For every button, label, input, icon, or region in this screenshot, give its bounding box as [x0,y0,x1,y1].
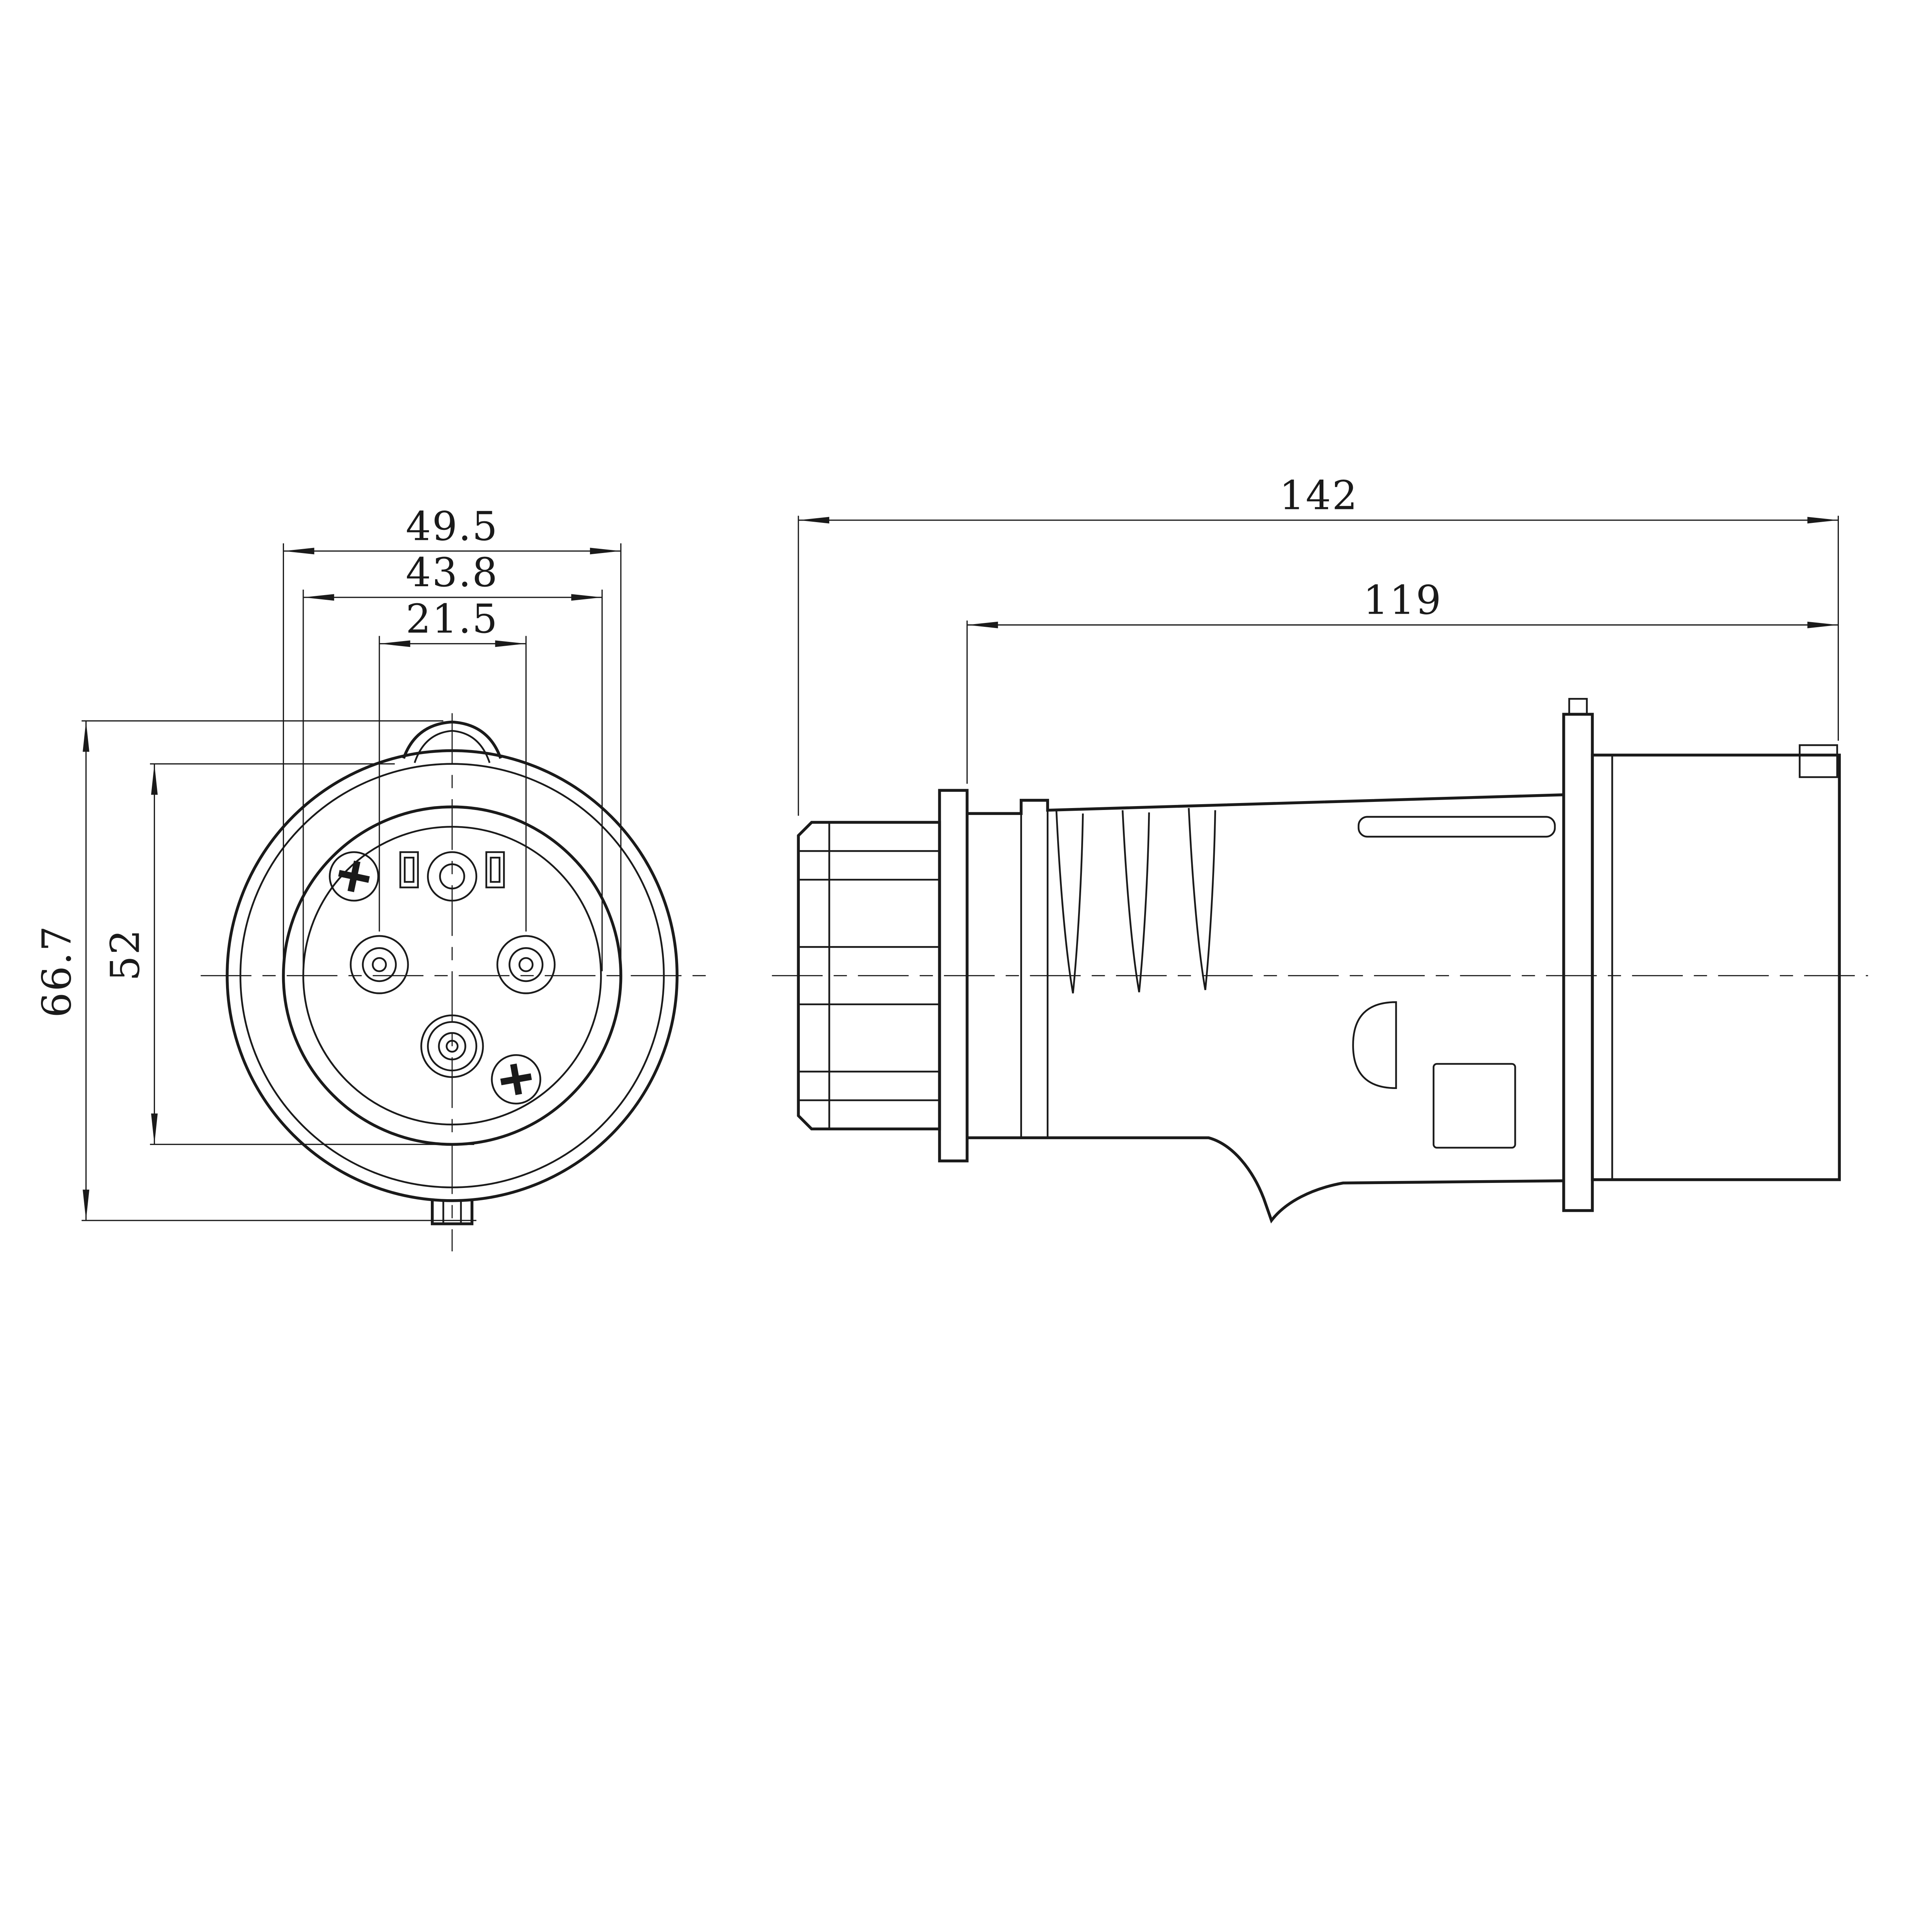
keyway-slot-left-outer [399,851,419,888]
contact-face-circle [302,826,602,1126]
contact-bottom-ring-1 [420,1014,484,1078]
contact-right-ring-1 [496,935,556,994]
top-keyway-bump-inner [413,730,491,763]
dim-label-overall-length: 142 [1279,473,1359,519]
screw-upper-left-cross-icon [338,860,370,892]
dim-label-overall-height: 66.7 [34,925,80,1018]
keyway-slot-right-outer [485,851,505,888]
keyway-slot-left [399,851,419,888]
keyway-slot-right [485,851,505,888]
grip-rib-2 [1121,810,1150,992]
screw-lower-right-cross-icon [500,1063,532,1095]
flange-outer-circle [226,749,679,1202]
top-keyway-bump [402,720,502,759]
screw-lower-right-head [491,1054,541,1104]
housing-bottom-edge-with-latch [967,1136,1564,1223]
screw-upper-left [329,851,379,902]
contact-bottom [420,1014,484,1078]
clamp-block [1432,1063,1516,1149]
housing-top-edge [967,793,1564,815]
dim-label-outer-width: 49.5 [406,504,498,550]
grip-rib-3 [1188,808,1216,990]
cable-gland-rib-lines [798,850,940,1101]
ground-pin-inner [439,863,465,890]
contact-right-ring-3 [518,957,534,972]
dim-label-contact-spacing: 21.5 [406,596,498,642]
contact-bottom-ring-3 [438,1032,466,1060]
front-view [201,713,708,1252]
keyway-slot-left-inner [404,857,415,883]
housing-collar-lines [1020,810,1049,1138]
half-round-boss [1352,1001,1397,1089]
contact-left-ring-1 [350,935,409,994]
ground-pin [427,851,478,902]
gland-washer [938,789,969,1162]
front-view-dimensions: 49.5 43.8 21.5 66.7 52 [34,504,622,1221]
connector-sleeve [1591,754,1841,1181]
ground-pin-outer [427,851,478,902]
screw-lower-right [491,1054,541,1104]
flange-inner-circle [239,763,665,1188]
dim-label-mid-width: 43.8 [406,550,498,596]
dim-label-inner-height: 52 [103,928,149,981]
keyway-slot-right-inner [490,857,501,883]
flange-top-tab [1568,698,1588,715]
side-view [772,698,1868,1223]
contact-left-ring-2 [362,947,397,982]
contact-right [496,935,556,994]
contact-bottom-ring-2 [427,1021,478,1072]
screw-upper-left-head [329,851,379,902]
bottom-tab [431,1200,474,1225]
contact-left [350,935,409,994]
mounting-flange [1562,713,1594,1212]
contact-right-ring-2 [509,947,544,982]
grip-rib-1 [1055,811,1084,994]
contact-left-ring-3 [372,957,387,972]
top-recess-slot [1357,816,1556,838]
side-view-dimensions: 142 119 [798,473,1839,816]
contact-bottom-ring-4 [446,1040,459,1053]
sleeve-latch-tab [1799,744,1838,778]
dim-label-body-length: 119 [1363,578,1442,624]
